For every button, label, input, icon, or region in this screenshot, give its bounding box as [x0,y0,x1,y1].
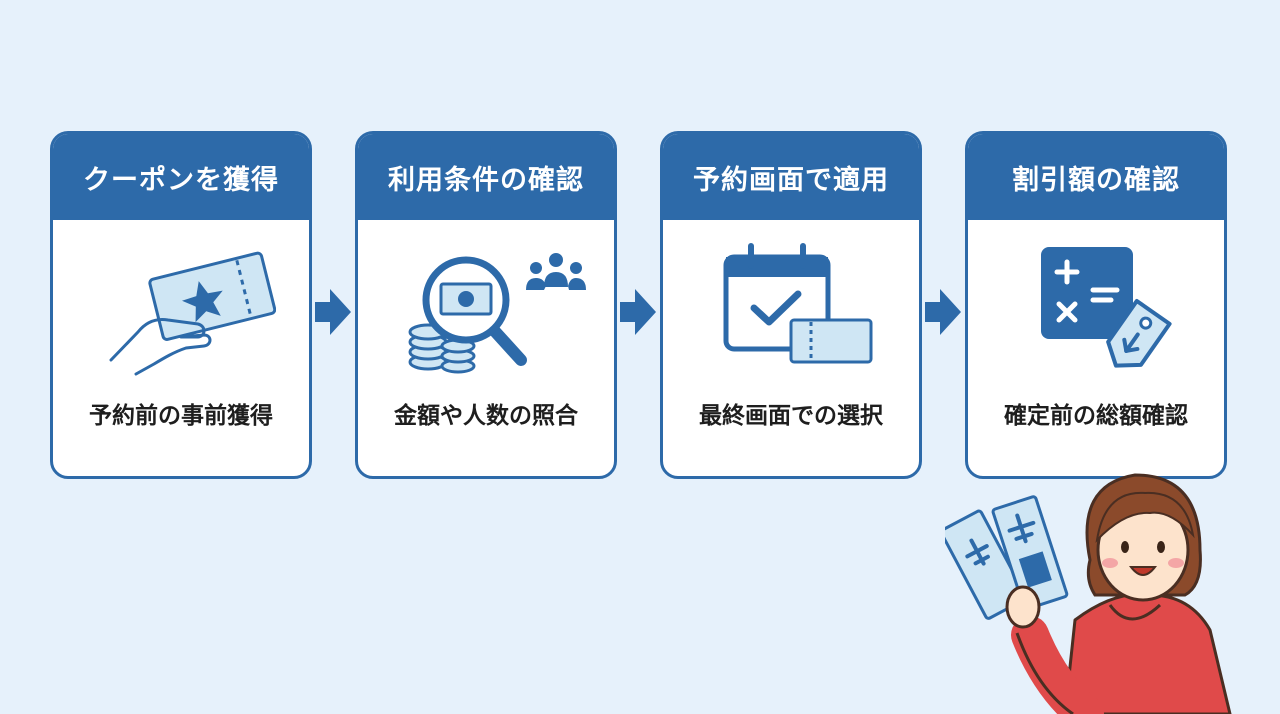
step-card-4: 割引額の確認 確定前の総額確認 [965,131,1227,479]
step-title: 割引額の確認 [968,134,1224,220]
step-caption: 予約前の事前獲得 [89,403,273,429]
step-title: 利用条件の確認 [358,134,614,220]
step-card-3: 予約画面で適用 最終画面での選択 [660,131,922,479]
step-caption: 金額や人数の照合 [394,403,578,429]
magnifier-money-icon [358,234,614,389]
step-caption: 最終画面での選択 [699,403,883,429]
step-title: 予約画面で適用 [663,134,919,220]
step-card-1: クーポンを獲得 予約前の事前獲得 [50,131,312,479]
step-title: クーポンを獲得 [53,134,309,220]
step-caption: 確定前の総額確認 [1004,403,1188,429]
step-card-2: 利用条件の確認 [355,131,617,479]
arrow-right-icon [620,289,656,335]
calendar-ticket-icon [663,234,919,389]
calculator-tag-icon [968,234,1224,389]
woman-with-tickets-illustration [945,473,1232,714]
ticket-hand-icon [53,234,309,389]
arrow-right-icon [925,289,961,335]
arrow-right-icon [315,289,351,335]
